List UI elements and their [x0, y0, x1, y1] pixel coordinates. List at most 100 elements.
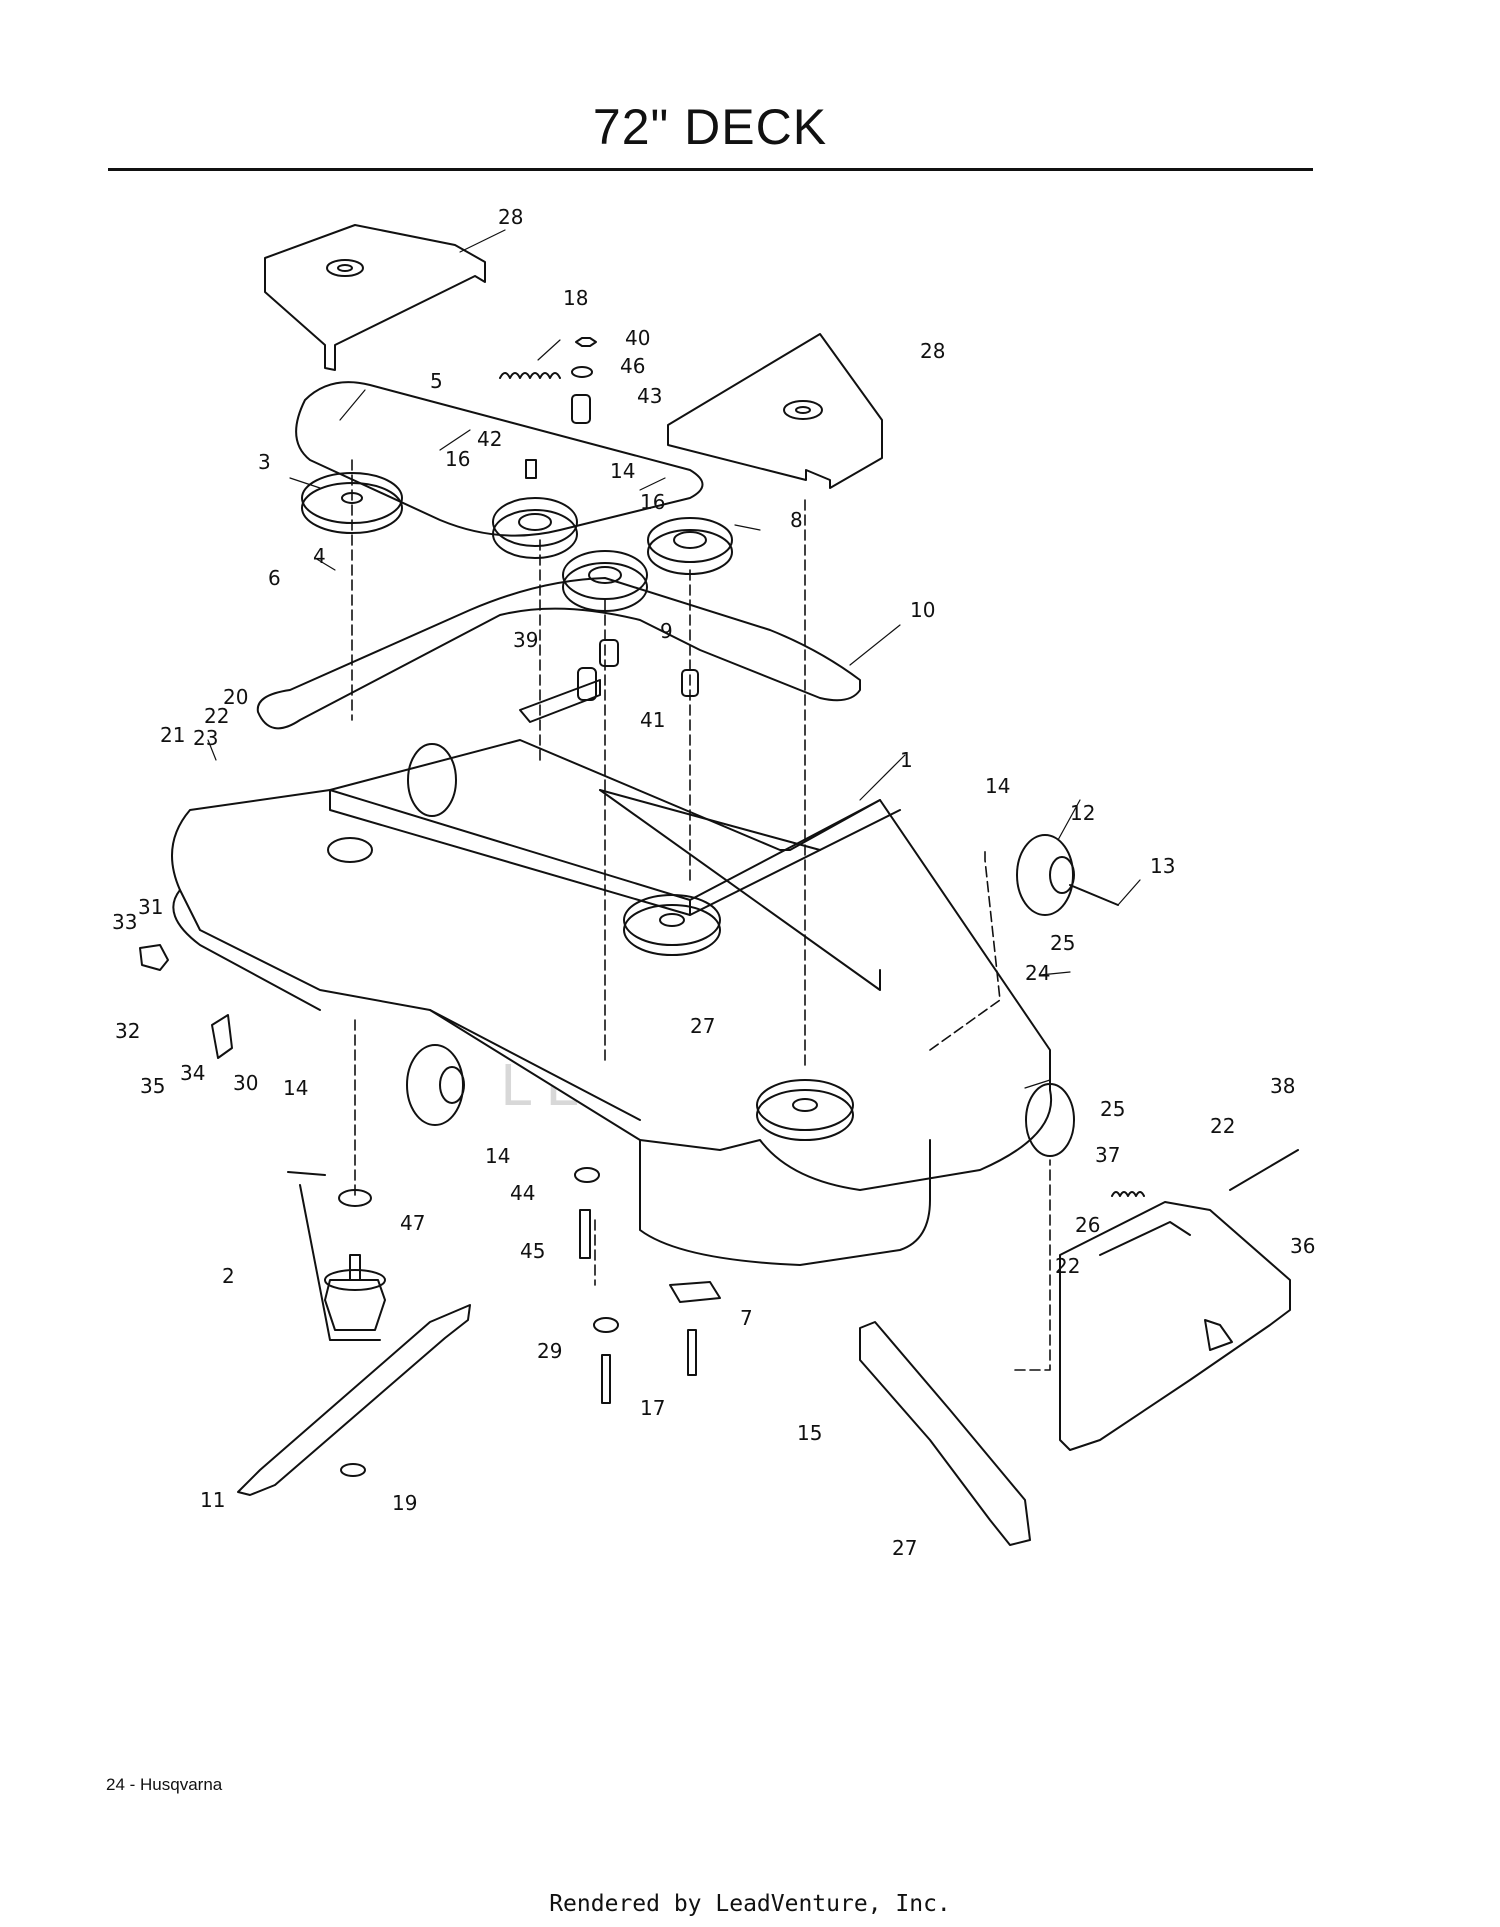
anti-scalp-wheel-12: [1016, 834, 1119, 916]
part-label: 22: [1210, 1114, 1235, 1138]
spindle-assembly: [324, 1189, 386, 1331]
part-label: 14: [610, 459, 635, 483]
page-title: 72" DECK: [592, 99, 828, 155]
part-label: 10: [910, 598, 935, 622]
idler-pulley-8: [647, 517, 733, 575]
bolt-17b: [687, 1329, 697, 1376]
part-label: 27: [690, 1014, 715, 1038]
deck-belt: [256, 577, 861, 730]
part-label: 23: [193, 726, 218, 750]
part-label: 26: [1075, 1213, 1100, 1237]
part-label: 46: [620, 354, 645, 378]
part-label: 40: [625, 326, 650, 350]
spacer-9: [599, 639, 619, 667]
part-label: 43: [637, 384, 662, 408]
part-label: 2: [222, 1264, 235, 1288]
page-footer-left: 24 - Husqvarna: [106, 1775, 223, 1794]
part-label: 28: [498, 205, 523, 229]
part-label: 37: [1095, 1143, 1120, 1167]
part-label: 32: [115, 1019, 140, 1043]
idler-pulley-left: [492, 497, 578, 559]
deflector-15: [859, 1321, 1031, 1546]
main-belt: [295, 381, 704, 537]
anti-scalp-wheel-left: [406, 1044, 465, 1126]
anti-scalp-wheel-right: [1025, 1083, 1075, 1157]
washer-46: [571, 366, 593, 378]
discharge-chute: [1059, 1201, 1291, 1451]
mower-blade: [237, 1304, 471, 1496]
part-label: 4: [313, 544, 326, 568]
part-label: 14: [485, 1144, 510, 1168]
part-label: 33: [112, 910, 137, 934]
part-label: 21: [160, 723, 185, 747]
part-label: 13: [1150, 854, 1175, 878]
page-footer-credit: Rendered by LeadVenture, Inc.: [549, 1891, 951, 1917]
mower-deck-housing: [171, 739, 1053, 1266]
nut-40: [575, 337, 597, 347]
part-label: 6: [268, 566, 281, 590]
idler-arm: [519, 679, 601, 723]
bracket-31: [139, 944, 169, 971]
part-number-labels: 28 18 40 46 43 28 5 42 16 3 14 16 8 4 6 …: [112, 205, 1315, 1560]
part-label: 41: [640, 708, 665, 732]
part-label: 34: [180, 1061, 205, 1085]
part-label: 27: [892, 1536, 917, 1560]
part-label: 44: [510, 1181, 535, 1205]
part-label: 14: [283, 1076, 308, 1100]
part-label: 31: [138, 895, 163, 919]
deck-pulley-right: [756, 1079, 854, 1141]
idler-pulley-center: [562, 550, 648, 612]
part-label: 45: [520, 1239, 545, 1263]
part-label: 38: [1270, 1074, 1295, 1098]
idler-spring: [499, 372, 561, 379]
idler-arm-hub: [577, 667, 597, 701]
spindle-bracket-2: [287, 1171, 381, 1341]
part-label: 47: [400, 1211, 425, 1235]
part-label: 42: [477, 427, 502, 451]
part-label: 11: [200, 1488, 225, 1512]
bolt-42: [525, 459, 537, 479]
bolt-45: [579, 1209, 591, 1259]
spacer-43: [571, 394, 591, 424]
part-label: 9: [660, 619, 673, 643]
part-label: 8: [790, 508, 803, 532]
part-label: 15: [797, 1421, 822, 1445]
part-label: 25: [1100, 1097, 1125, 1121]
deck-cover-left: [264, 224, 486, 371]
part-label: 16: [640, 490, 665, 514]
part-label: 28: [920, 339, 945, 363]
part-label: 17: [640, 1396, 665, 1420]
deck-pulley-center: [623, 894, 721, 956]
part-label: 5: [430, 369, 443, 393]
part-label: 14: [985, 774, 1010, 798]
part-label: 22: [1055, 1254, 1080, 1278]
part-label: 3: [258, 450, 271, 474]
part-label: 7: [740, 1306, 753, 1330]
anti-scalp-wheel-rear: [407, 743, 457, 817]
part-label: 30: [233, 1071, 258, 1095]
spring-37: [1111, 1191, 1145, 1197]
bracket-30: [211, 1014, 233, 1059]
part-label: 36: [1290, 1234, 1315, 1258]
title-divider: [108, 168, 1313, 171]
deck-pulley-left: [327, 837, 373, 863]
part-label: 1: [900, 748, 913, 772]
part-label: 39: [513, 628, 538, 652]
part-label: 12: [1070, 801, 1095, 825]
part-label: 16: [445, 447, 470, 471]
part-label: 25: [1050, 931, 1075, 955]
part-label: 22: [204, 704, 229, 728]
part-label: 24: [1025, 961, 1050, 985]
part-label: 19: [392, 1491, 417, 1515]
part-label: 29: [537, 1339, 562, 1363]
blade-bolt-19: [340, 1463, 366, 1477]
part-label: 18: [563, 286, 588, 310]
plate-7: [669, 1281, 721, 1303]
deck-cover-right: [667, 333, 883, 489]
bolt-17a: [601, 1354, 611, 1404]
part-label: 35: [140, 1074, 165, 1098]
rod-38: [1229, 1149, 1299, 1191]
part-label: 20: [223, 685, 248, 709]
washer-44: [574, 1167, 600, 1183]
